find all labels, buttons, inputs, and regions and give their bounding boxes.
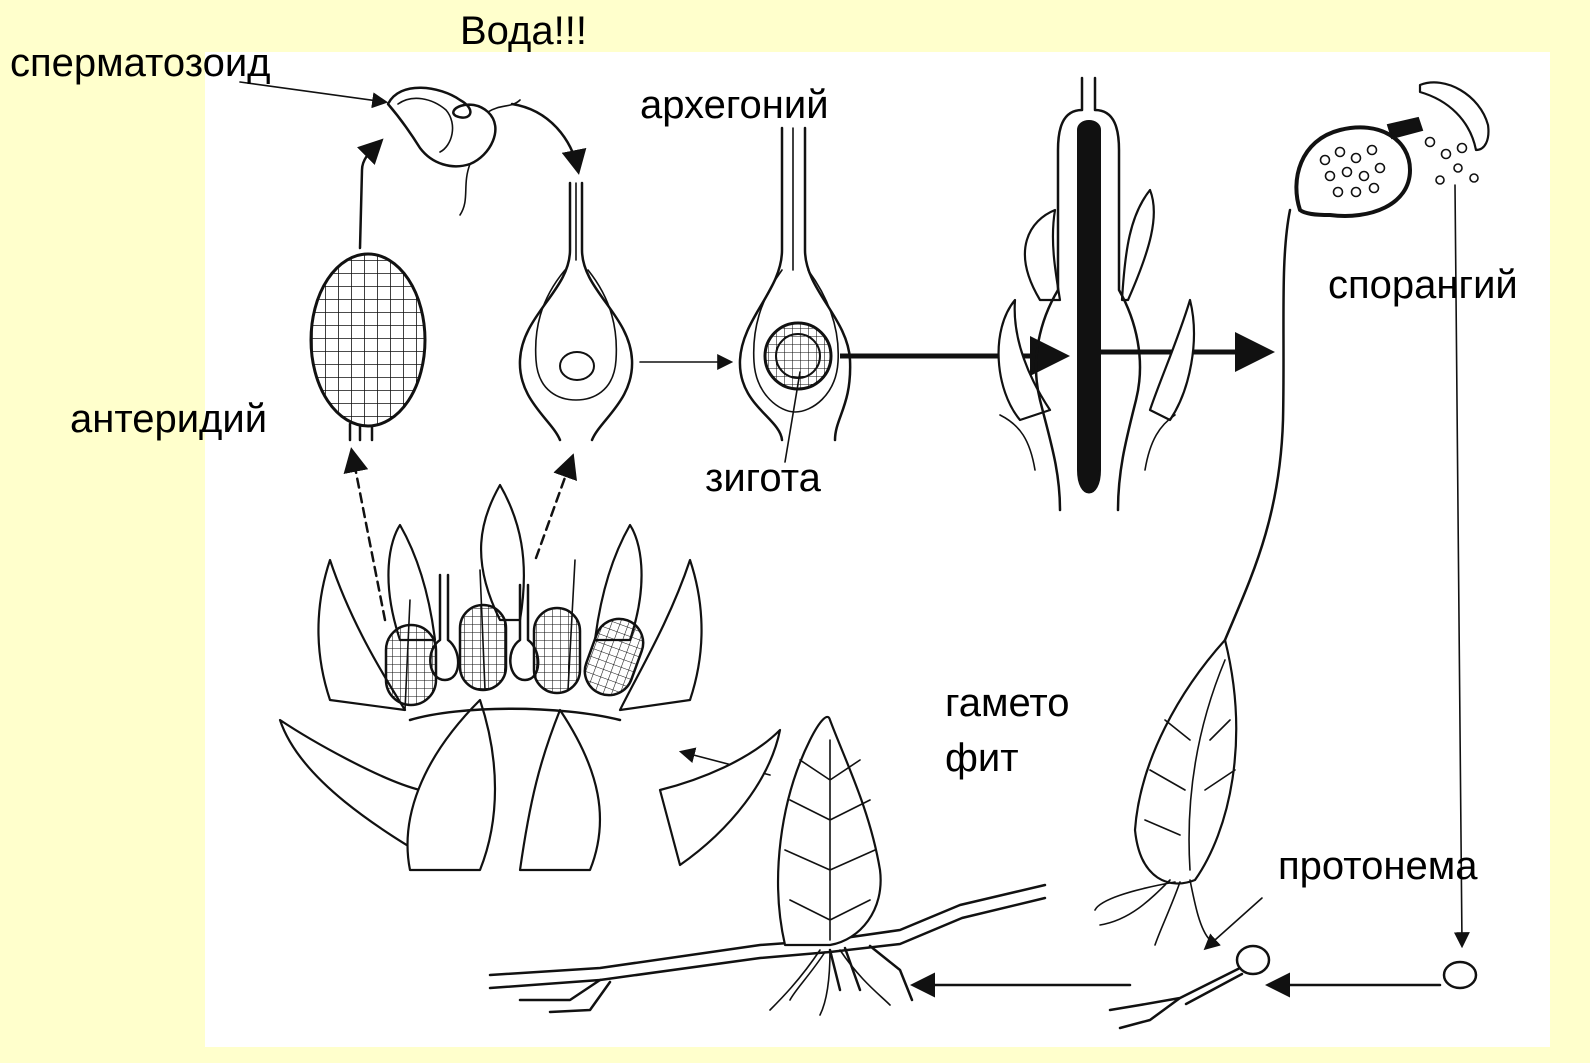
spermatozoid-label: сперматозоид [10, 40, 271, 86]
sporophyte-drawing [1225, 82, 1488, 640]
antheridium-label: антеридий [70, 396, 267, 442]
arrow-sperm-to-archegonium [512, 104, 578, 170]
archegonium-label: архегоний [640, 82, 829, 128]
water-label: Вода!!! [460, 8, 587, 54]
dashed-arrow-to-antheridium [352, 452, 385, 620]
gametophyte-label-line1: гамето [945, 680, 1070, 726]
protonema-label: протонема [1278, 843, 1477, 889]
antheridium-drawing [311, 254, 425, 440]
arrow-antheridium-to-sperm [360, 142, 380, 248]
leafy-gametophyte-right [1095, 640, 1236, 945]
spermatozoid-drawing [388, 88, 520, 215]
zygote-label: зигота [705, 455, 821, 501]
archegonium-drawing-1 [520, 183, 632, 440]
young-protonema [1110, 946, 1269, 1028]
protonema-pointer [1206, 898, 1262, 948]
dashed-arrow-to-archegonium [536, 458, 572, 558]
germinating-spore [1444, 962, 1476, 988]
sporangium-label: спорангий [1328, 262, 1518, 308]
gametophyte-label-line2: фит [945, 735, 1019, 781]
gametophyte-apex-drawing [280, 485, 780, 870]
archegonium-drawing-2 [740, 128, 850, 440]
young-sporophyte-drawing [999, 78, 1194, 510]
